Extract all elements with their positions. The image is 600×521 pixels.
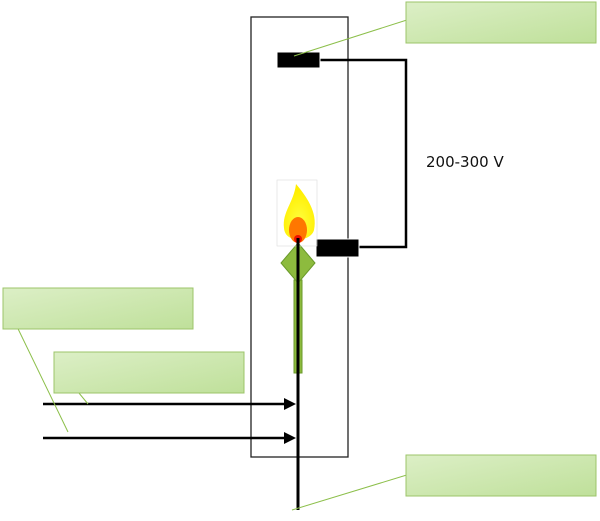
inlet-arrow-1 [43, 398, 296, 410]
inlet-arrow-2 [43, 432, 296, 444]
label-box-hydrogen [53, 351, 245, 394]
label-box-air [2, 287, 194, 330]
ignition-electrode [315, 238, 360, 258]
circuit-wire [320, 58, 408, 249]
leader-lines [6, 18, 411, 511]
collector-electrode [276, 51, 321, 69]
label-box-column [405, 454, 597, 497]
voltage-label: 200-300 V [426, 153, 504, 171]
flame-icon [276, 179, 318, 247]
label-box-collector [405, 1, 597, 44]
